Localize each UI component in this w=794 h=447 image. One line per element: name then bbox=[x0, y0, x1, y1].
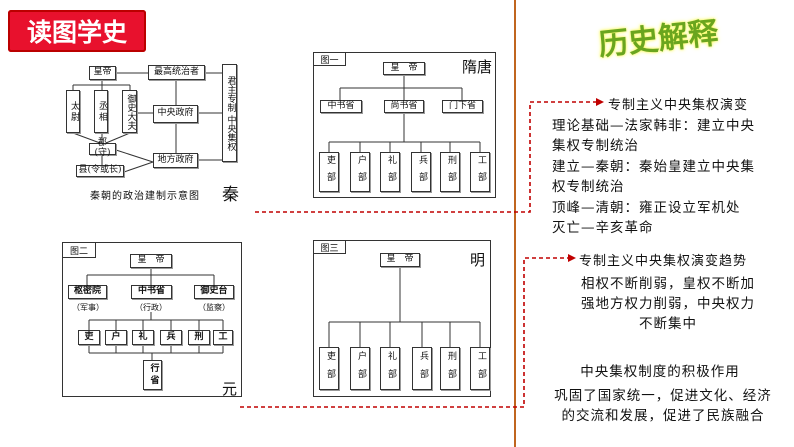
trend-line: 强地方权力削弱，中央权力 bbox=[581, 296, 755, 312]
fig3-ministry: 户部 bbox=[350, 347, 370, 390]
fig2-emperor: 皇 帝 bbox=[130, 254, 172, 268]
figure-2-label: 图二 bbox=[63, 243, 96, 258]
divider bbox=[514, 0, 516, 447]
fig2-note: （军事） bbox=[72, 303, 104, 312]
fig2-ministry: 户 bbox=[105, 330, 127, 345]
fig1-province: 尚书省 bbox=[384, 100, 424, 113]
fig3-emperor: 皇 帝 bbox=[380, 253, 420, 267]
fig1-ministry: 吏部 bbox=[319, 152, 339, 192]
trend-line: 相权不断削弱，皇权不断加 bbox=[581, 276, 755, 292]
figure-1-label: 图一 bbox=[314, 53, 346, 66]
fig1-emperor: 皇 帝 bbox=[383, 62, 425, 75]
qin-chengxiang: 丞相 bbox=[94, 90, 108, 133]
fig3-ministry: 礼部 bbox=[380, 347, 400, 390]
fig1-era: 隋唐 bbox=[462, 58, 493, 76]
effect-line: 的交流和发展，促进了民族融合 bbox=[561, 408, 765, 424]
fig1-province: 门下省 bbox=[442, 100, 483, 113]
effect-heading: 中央集权制度的积极作用 bbox=[580, 364, 740, 380]
qin-jun: 郡(守) bbox=[89, 138, 116, 158]
fig2-ministry: 工 bbox=[213, 330, 233, 345]
evolution-heading: 专制主义中央集权演变 bbox=[608, 98, 749, 113]
fig2-organ: 御史台 bbox=[194, 285, 234, 299]
fig2-ministry: 礼 bbox=[132, 330, 154, 345]
evolution-line: 集权专制统治 bbox=[552, 138, 639, 154]
qin-central-gov: 中央政府 bbox=[153, 105, 198, 123]
fig2-ministry: 吏 bbox=[78, 330, 100, 345]
evolution-line: 理论基础—法家韩非：建立中央 bbox=[552, 118, 755, 134]
fig3-ministry: 吏部 bbox=[319, 347, 339, 390]
qin-era: 秦 bbox=[222, 185, 239, 205]
qin-emperor: 皇帝 bbox=[89, 66, 116, 80]
trend-heading: 专制主义中央集权演变趋势 bbox=[579, 254, 748, 269]
effect-line: 巩固了国家统一，促进文化、经济 bbox=[554, 388, 772, 404]
section-banner: 读图学史 bbox=[8, 10, 146, 52]
fig1-ministry: 户部 bbox=[350, 152, 370, 192]
qin-local-gov: 地方政府 bbox=[153, 153, 198, 168]
trend-line: 不断集中 bbox=[639, 316, 697, 332]
qin-taiwei: 太尉 bbox=[66, 90, 80, 133]
qin-supreme-ruler: 最高统治者 bbox=[148, 65, 205, 80]
qin-autocracy: 君主专制 中央集权 bbox=[222, 64, 237, 162]
fig2-ministry: 兵 bbox=[160, 330, 182, 345]
fig3-ministry: 刑部 bbox=[440, 347, 460, 390]
evolution-line: 权专制统治 bbox=[552, 179, 625, 195]
fig2-note: （监察） bbox=[198, 303, 230, 312]
fig2-organ: 枢密院 bbox=[68, 285, 107, 299]
figure-1: 图一 bbox=[313, 52, 496, 198]
fig2-note: （行政） bbox=[135, 303, 167, 312]
fig1-ministry: 兵部 bbox=[411, 152, 431, 192]
qin-caption: 秦朝的政治建制示意图 bbox=[90, 191, 200, 202]
fig1-province: 中书省 bbox=[320, 100, 362, 113]
fig2-ministry: 刑 bbox=[188, 330, 210, 345]
fig2-xingsheng: 行省 bbox=[143, 360, 162, 390]
evolution-line: 灭亡—辛亥革命 bbox=[552, 220, 654, 236]
fig3-ministry: 工部 bbox=[470, 347, 490, 390]
fig2-era: 元 bbox=[222, 380, 238, 398]
fig1-ministry: 刑部 bbox=[440, 152, 460, 192]
figure-2: 图二 bbox=[62, 242, 242, 397]
evolution-line: 建立—秦朝：秦始皇建立中央集 bbox=[552, 159, 755, 175]
evolution-line: 顶峰—清朝：雍正设立军机处 bbox=[552, 200, 741, 216]
fig3-ministry: 兵部 bbox=[412, 347, 432, 390]
figure-3: 图三 bbox=[313, 240, 491, 397]
fig3-era: 明 bbox=[470, 251, 486, 269]
fig1-ministry: 礼部 bbox=[380, 152, 400, 192]
figure-3-label: 图三 bbox=[314, 241, 346, 254]
fig1-ministry: 工部 bbox=[470, 152, 490, 192]
qin-yushi: 御史大夫 bbox=[122, 90, 137, 133]
qin-xian: 县(令或长) bbox=[76, 165, 124, 177]
fig2-organ: 中书省 bbox=[131, 285, 172, 299]
